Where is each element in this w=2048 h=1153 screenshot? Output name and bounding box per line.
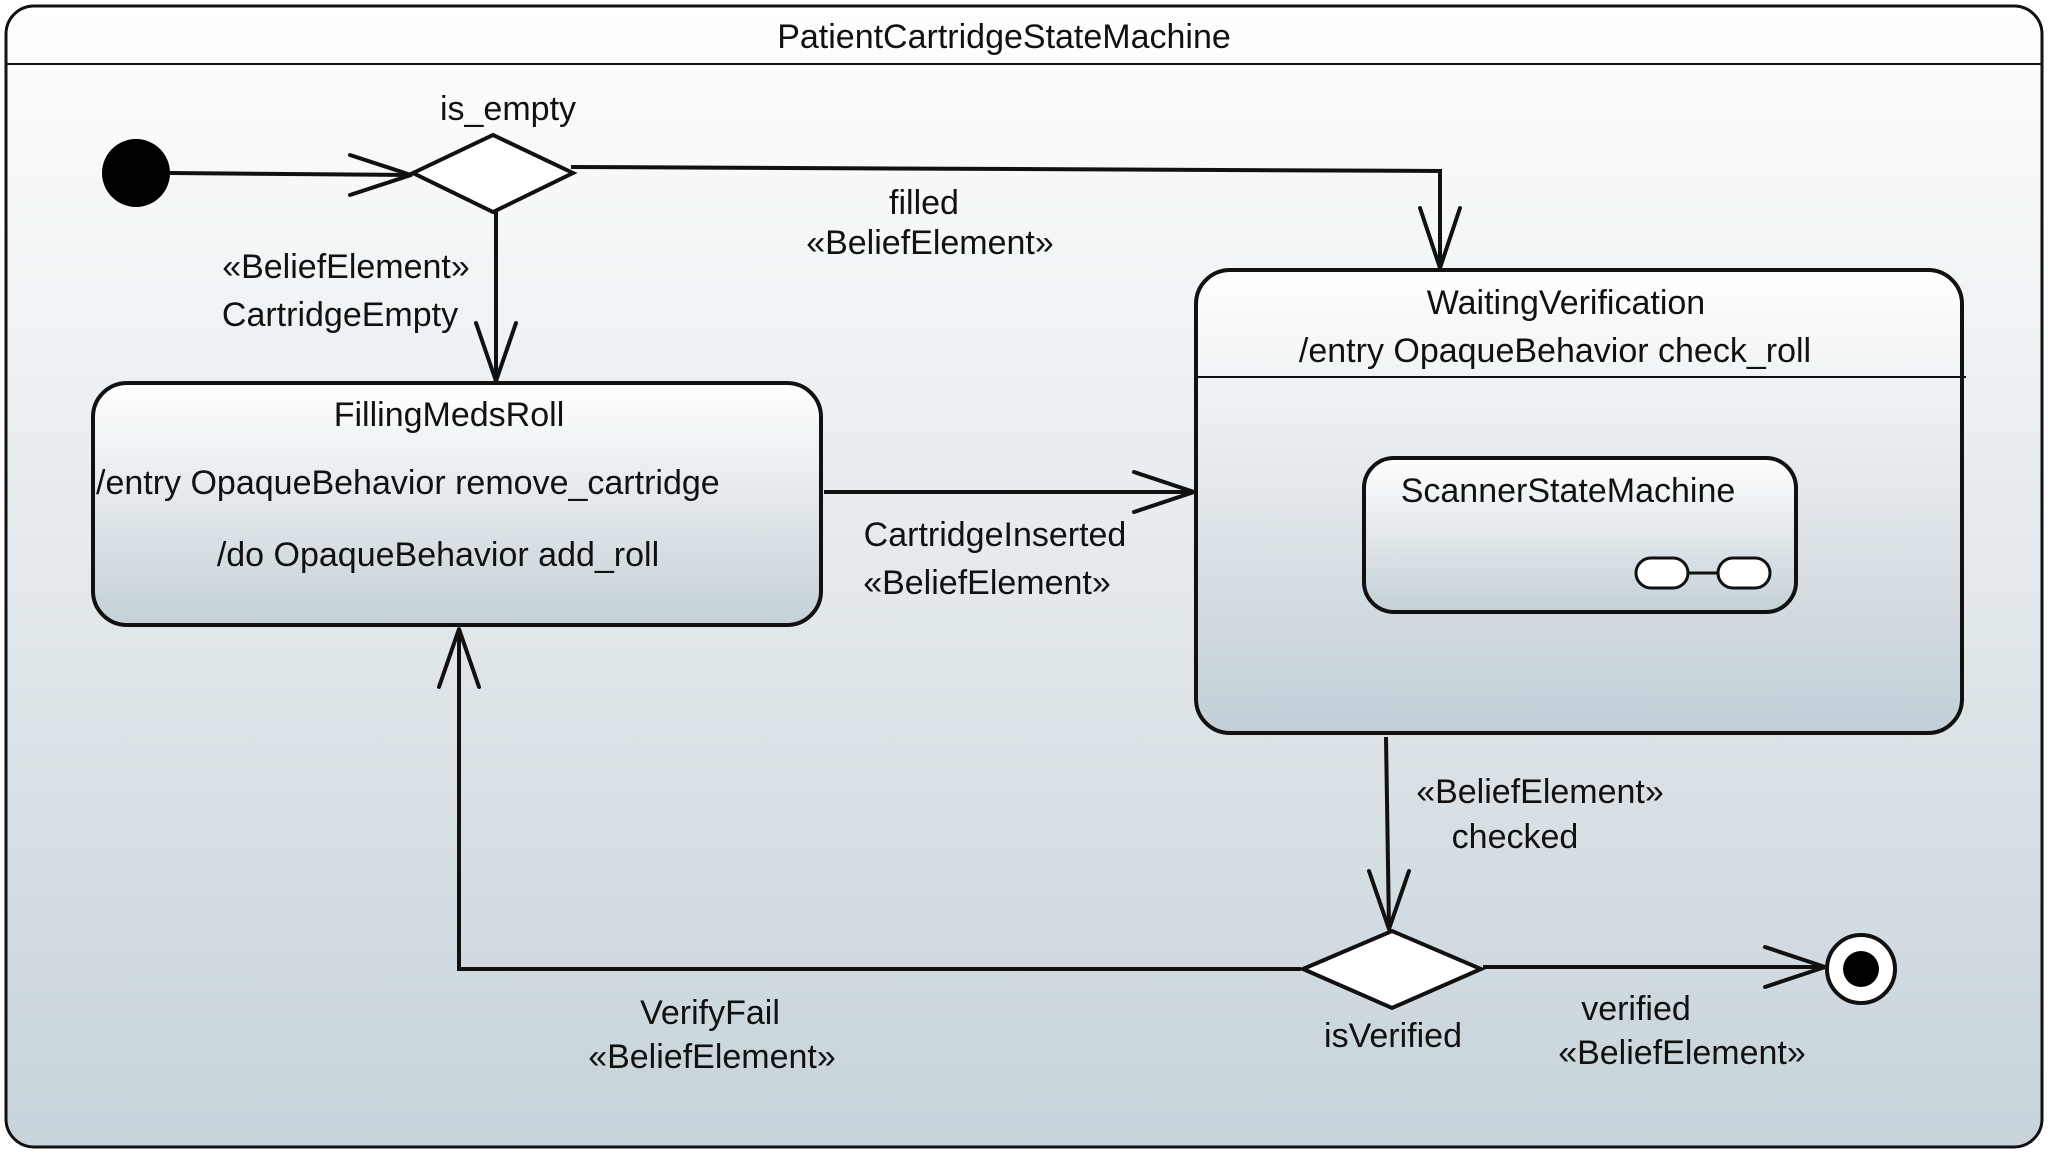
state-filling-meds-roll[interactable]: FillingMedsRoll /entry OpaqueBehavior re… (91, 381, 823, 627)
submachine-link-icon (1634, 556, 1772, 590)
decision-is-empty[interactable]: is_empty (408, 90, 578, 215)
decision-is-verified-label: isVerified (1324, 1017, 1462, 1055)
transition-filled[interactable]: filled «BeliefElement» (570, 165, 1462, 270)
state-filling-do: /do OpaqueBehavior add_roll (217, 536, 659, 574)
transition-checked-name: checked (1452, 818, 1579, 856)
transition-checked-stereotype: «BeliefElement» (1416, 773, 1664, 811)
state-filling-name: FillingMedsRoll (334, 396, 565, 434)
transition-verify-fail-name: VerifyFail (640, 994, 780, 1032)
transition-verified[interactable]: verified «BeliefElement» (1483, 945, 1827, 1072)
state-filling-entry: /entry OpaqueBehavior remove_cartridge (96, 464, 720, 502)
submachine-scanner-state-machine[interactable]: ScannerStateMachine (1362, 456, 1798, 614)
transition-cartridge-inserted-stereotype: «BeliefElement» (863, 564, 1111, 602)
transition-verify-fail-stereotype: «BeliefElement» (588, 1038, 836, 1076)
transition-verified-name: verified (1581, 990, 1691, 1028)
transition-filled-name: filled (889, 184, 959, 222)
decision-is-verified[interactable]: isVerified (1297, 928, 1487, 1055)
transition-filled-stereotype: «BeliefElement» (806, 224, 1054, 262)
transition-cartridge-inserted-name: CartridgeInserted (864, 516, 1127, 554)
state-waiting-entry: /entry OpaqueBehavior check_roll (1299, 332, 1811, 370)
transition-verified-stereotype: «BeliefElement» (1558, 1034, 1806, 1072)
transition-verify-fail[interactable]: VerifyFail «BeliefElement» (437, 627, 1301, 1076)
decision-is-empty-label: is_empty (440, 90, 576, 128)
submachine-name: ScannerStateMachine (1401, 472, 1736, 510)
initial-state[interactable] (102, 139, 170, 207)
transition-checked[interactable]: «BeliefElement» checked (1367, 736, 1664, 931)
final-state[interactable] (1825, 932, 1897, 1005)
transition-cartridge-empty[interactable]: «BeliefElement» CartridgeEmpty (222, 212, 518, 383)
state-waiting-name: WaitingVerification (1427, 284, 1705, 322)
transition-cartridge-empty-name: CartridgeEmpty (222, 296, 458, 334)
transition-cartridge-inserted[interactable]: CartridgeInserted «BeliefElement» (824, 470, 1196, 602)
state-machine-title: PatientCartridgeStateMachine (777, 18, 1231, 56)
transition-cartridge-empty-stereotype: «BeliefElement» (222, 248, 470, 286)
transition-initial[interactable] (169, 153, 413, 197)
